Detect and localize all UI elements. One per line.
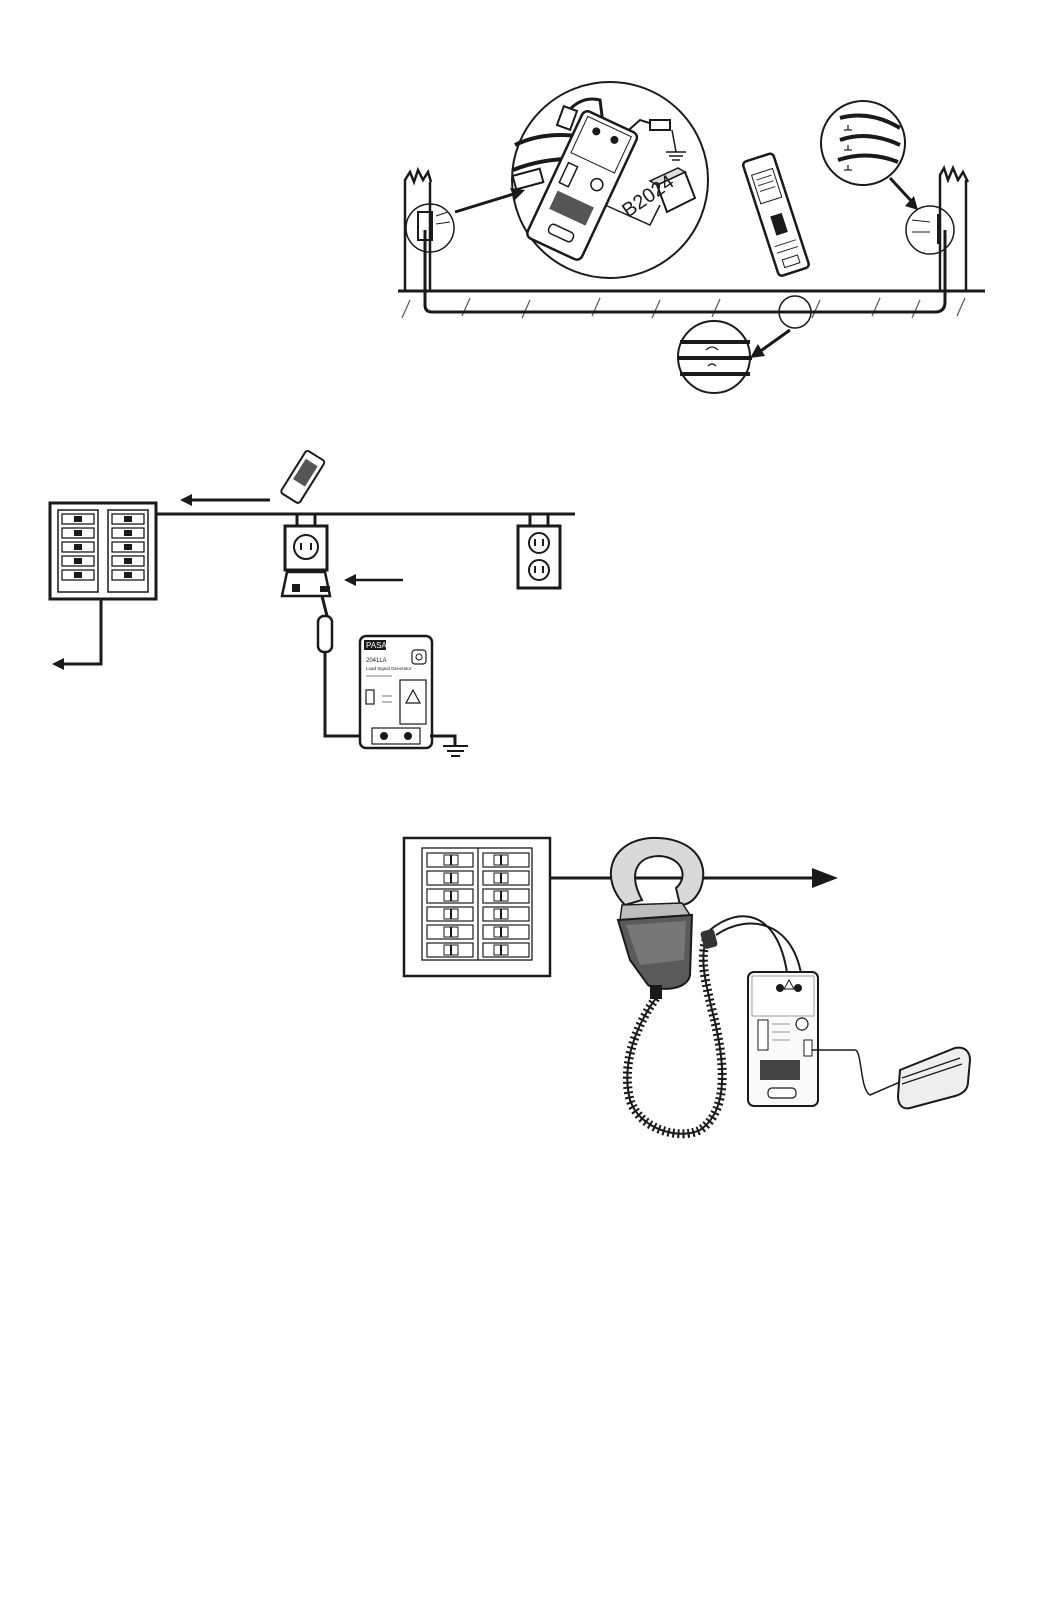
inline-clip xyxy=(318,616,332,652)
handheld-receiver xyxy=(742,153,810,277)
figure-underground-cable: B2024 xyxy=(398,82,985,393)
pointer-to-zoom xyxy=(455,192,520,212)
breaker-panel-small xyxy=(50,503,156,599)
outgoing-wire xyxy=(58,599,101,664)
current-clamp xyxy=(611,838,703,999)
outlet-second xyxy=(518,514,560,588)
receiver-small xyxy=(280,450,325,504)
outlet-with-plug xyxy=(282,514,330,596)
generator-title: Load Signal Generator xyxy=(366,666,412,671)
right-connection-circle xyxy=(906,206,954,254)
generator-brand: PASAR xyxy=(366,641,393,650)
figure-clamp-breaker xyxy=(404,838,970,1134)
ground-surface xyxy=(398,291,985,318)
ac-adapter xyxy=(898,1048,970,1109)
breaker-panel-large xyxy=(404,838,550,976)
figure-outlet-breaker-tracing: PASAR 2041LA Load Signal Generator xyxy=(50,450,575,756)
load-signal-generator: PASAR 2041LA Load Signal Generator xyxy=(360,636,432,748)
ground-symbol-2 xyxy=(443,746,468,756)
ground-symbol xyxy=(666,130,686,160)
fault-zoom-circle xyxy=(678,321,752,393)
transmitter-zoom-circle: B2024 xyxy=(512,82,708,278)
generator-model: 2041LA xyxy=(366,658,387,664)
cable-end xyxy=(513,169,544,190)
right-zoom-circle xyxy=(821,101,905,185)
signal-unit-photo xyxy=(748,972,818,1106)
transmitter-device xyxy=(525,109,639,261)
